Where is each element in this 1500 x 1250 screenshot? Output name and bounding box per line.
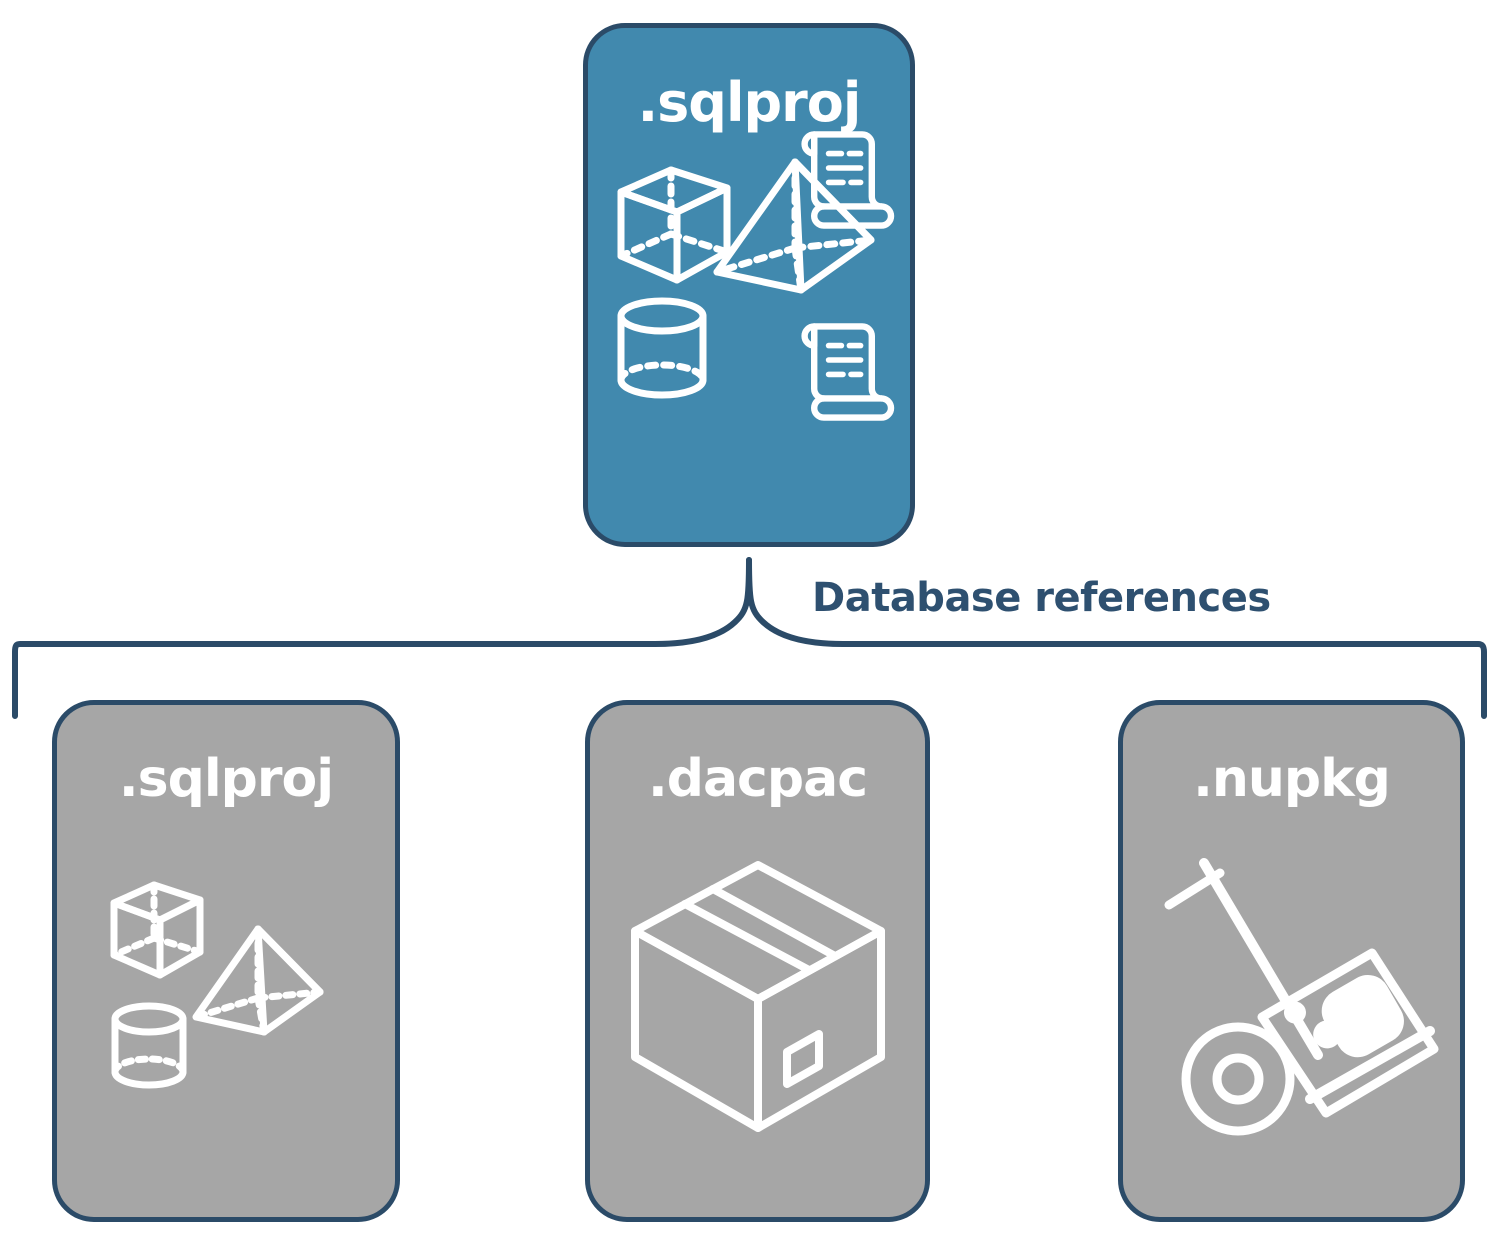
pyramid-wireframe-icon (713, 158, 875, 294)
node-child-sqlproj-icon-group (57, 805, 395, 1217)
shipping-box-icon (630, 861, 885, 1132)
cube-wireframe-icon (110, 881, 204, 979)
root-icon-cluster (617, 131, 895, 421)
connector-label: Database references (812, 575, 1271, 621)
cylinder-wireframe-icon (111, 1002, 187, 1089)
script-scroll-icon (801, 323, 895, 421)
package-box-icon (1257, 948, 1438, 1118)
node-child-dacpac[interactable]: .dacpac (585, 700, 930, 1222)
pyramid-wireframe-icon (192, 925, 324, 1036)
node-child-sqlproj[interactable]: .sqlproj (52, 700, 400, 1222)
node-child-nupkg-icon-group (1123, 805, 1460, 1217)
child-sqlproj-icon-cluster (110, 881, 324, 1089)
node-child-sqlproj-label: .sqlproj (118, 749, 334, 809)
hand-truck-package-icon (1164, 858, 1438, 1136)
node-child-dacpac-label: .dacpac (647, 749, 868, 809)
node-root-sqlproj-icon-group (588, 130, 910, 542)
cylinder-wireframe-icon (617, 297, 707, 399)
node-root-sqlproj[interactable]: .sqlproj (583, 23, 915, 547)
node-child-dacpac-icon-group (590, 805, 925, 1217)
dolly-wheel-icon (1181, 1022, 1294, 1136)
node-child-nupkg-label: .nupkg (1193, 749, 1391, 809)
cube-wireframe-icon (617, 166, 731, 284)
node-root-sqlproj-label: .sqlproj (637, 71, 862, 134)
script-scroll-icon (801, 131, 895, 229)
node-child-nupkg[interactable]: .nupkg (1118, 700, 1465, 1222)
